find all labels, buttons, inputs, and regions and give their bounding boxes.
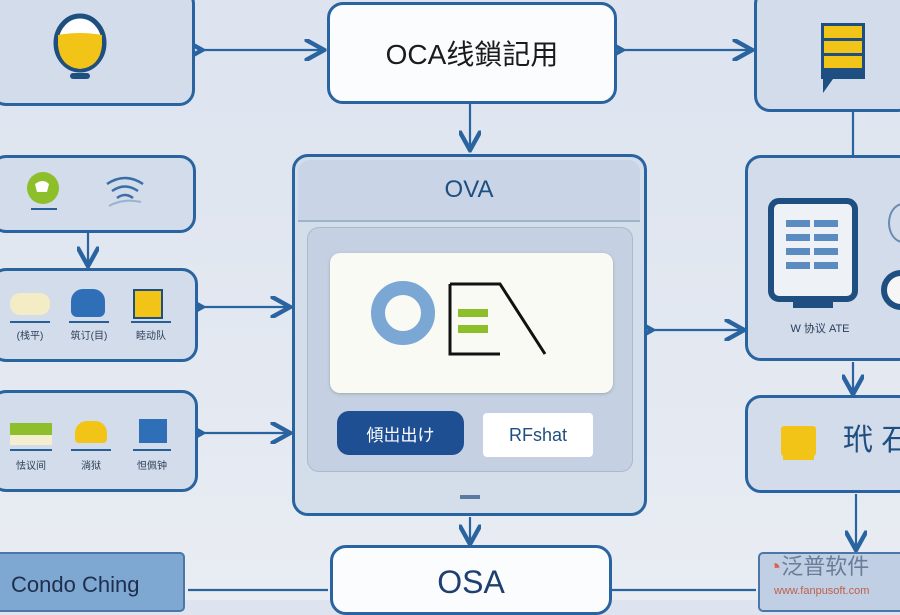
left-node-3[interactable]: (栈平) 筑订(目) 睦动队 — [0, 268, 198, 362]
watermark-logo: ◔泛普软件 — [768, 554, 870, 579]
monitor-label: W 协议 ATE — [790, 323, 850, 335]
right-monitor-node[interactable]: W 协议 ATE — [745, 155, 900, 361]
secondary-button[interactable]: RFshat — [483, 413, 593, 457]
label: 怛佩钟 — [137, 461, 167, 472]
panel-header: OVA — [298, 160, 640, 222]
monitor-icon — [768, 198, 858, 308]
card-icon — [10, 423, 52, 445]
bottom-right-node[interactable]: ◔泛普软件 www.fanpusoft.com — [758, 552, 900, 612]
label: 怯议间 — [16, 461, 46, 472]
circle-icon — [881, 270, 900, 310]
top-left-node[interactable] — [0, 0, 195, 106]
chat-list-icon — [821, 23, 865, 93]
top-center-node[interactable]: OCA线鎖記用 — [327, 2, 617, 104]
watermark-url: www.fanpusoft.com — [774, 585, 870, 597]
clock-icon — [888, 203, 900, 243]
bottom-left-title: Condo Ching — [11, 572, 140, 597]
logo-card — [330, 253, 613, 393]
cloud-icon — [10, 293, 50, 315]
handle-mark — [460, 495, 480, 499]
label: (栈平) — [16, 331, 44, 342]
lightbulb-icon — [53, 13, 107, 79]
panel-header-title: OVA — [444, 176, 494, 203]
yellow-laptop-icon — [781, 426, 816, 456]
bottom-center-node[interactable]: OSA — [330, 545, 612, 615]
label: 筑订(目) — [70, 331, 108, 342]
top-right-node[interactable] — [754, 0, 900, 112]
label: 睦动队 — [136, 331, 166, 342]
primary-button[interactable]: 傾岀出け — [337, 411, 464, 455]
bottom-center-title: OSA — [437, 564, 505, 600]
top-center-title: OCA线鎖記用 — [385, 39, 559, 70]
green-badge-icon — [27, 172, 59, 210]
left-node-4[interactable]: 怯议间 淌狱 怛佩钟 — [0, 390, 198, 492]
oca-logo — [371, 281, 547, 356]
left-node-2[interactable] — [0, 155, 196, 233]
label: 淌狱 — [81, 461, 101, 472]
blue-tile-icon — [139, 419, 167, 443]
right-node-3[interactable]: 玳 石 — [745, 395, 900, 493]
shield-icon — [133, 289, 163, 319]
yellow-helmet-icon — [75, 421, 107, 443]
wifi-icon — [106, 176, 144, 207]
bottom-left-node[interactable]: Condo Ching — [0, 552, 185, 612]
center-panel: OVA 傾岀出け RFshat — [292, 154, 647, 516]
blue-bag-icon — [71, 289, 105, 317]
right-node-text: 玳 石 — [843, 424, 900, 457]
